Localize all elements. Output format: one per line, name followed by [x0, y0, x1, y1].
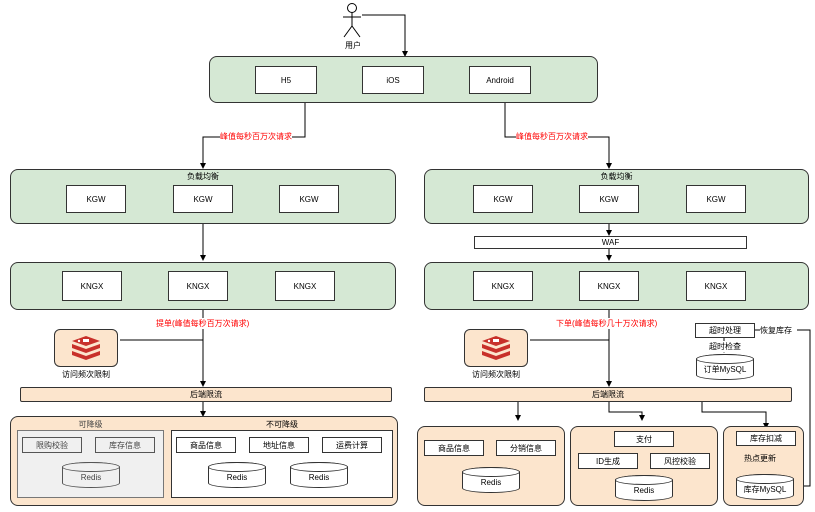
group1-redis-db: Redis	[462, 467, 520, 493]
right-kgw-3: KGW	[686, 185, 746, 213]
stock-mysql-label: 库存MySQL	[743, 484, 787, 494]
group1-item-1: 商品信息	[424, 440, 484, 456]
degradable-title: 可降级	[78, 420, 103, 429]
right-kgw-1: KGW	[473, 185, 533, 213]
left-kgw-1: KGW	[66, 185, 126, 213]
non-degradable-redis-label-2: Redis	[308, 472, 330, 482]
right-redis-box	[464, 329, 528, 367]
client-android: Android	[469, 66, 531, 94]
hot-update-label: 热点更新	[744, 454, 776, 463]
degradable-item-1: 限购校验	[22, 437, 82, 453]
client-ios: iOS	[362, 66, 424, 94]
order-mysql-label: 订单MySQL	[703, 364, 747, 374]
edge-limit-to-group3	[701, 402, 769, 429]
right-backend-limit: 后端限流	[424, 387, 792, 402]
degradable-redis-label: Redis	[80, 472, 102, 482]
non-degradable-item-3: 运费计算	[322, 437, 382, 453]
user-label: 用户	[345, 41, 361, 50]
non-degradable-title: 不可降级	[266, 420, 298, 429]
degradable-redis-db: Redis	[62, 462, 120, 488]
order-mysql-db: 订单MySQL	[696, 354, 754, 380]
degradable-item-2: 库存信息	[95, 437, 155, 453]
edge-limit-to-group2	[608, 402, 645, 421]
group1-redis-label: Redis	[480, 477, 502, 487]
group2-redis-label: Redis	[633, 485, 655, 495]
edge-user-to-clients	[362, 14, 408, 57]
redis-logo-icon	[72, 336, 100, 360]
edge-label-right-peak: 峰值每秒百万次请求	[516, 131, 588, 142]
stock-mysql-db: 库存MySQL	[736, 474, 794, 500]
right-waf: WAF	[474, 236, 747, 249]
non-degradable-redis-label-1: Redis	[226, 472, 248, 482]
order-group-product	[417, 426, 565, 506]
id-generation-box: ID生成	[578, 453, 638, 469]
edge-label-left-peak: 峰值每秒百万次请求	[220, 131, 292, 142]
non-degradable-item-2: 地址信息	[249, 437, 309, 453]
left-rate-limit-label: 访问频次限制	[62, 370, 110, 379]
edge-label-left-order: 提单(峰值每秒百万次请求)	[156, 318, 250, 329]
redis-logo-icon	[482, 336, 510, 360]
right-kngx-1: KNGX	[473, 271, 533, 301]
stock-deduct-box: 库存扣减	[736, 431, 796, 446]
right-kngx-2: KNGX	[579, 271, 639, 301]
left-kgw-3: KGW	[279, 185, 339, 213]
left-kngx-3: KNGX	[275, 271, 335, 301]
left-lb-title: 负载均衡	[187, 172, 219, 181]
left-kngx-2: KNGX	[168, 271, 228, 301]
restore-stock-label: 恢复库存	[760, 326, 792, 335]
right-rate-limit-label: 访问频次限制	[472, 370, 520, 379]
payment-box: 支付	[614, 431, 674, 447]
client-h5: H5	[255, 66, 317, 94]
timeout-handler: 超时处理	[695, 323, 755, 338]
left-redis-box	[54, 329, 118, 367]
group2-redis-db: Redis	[615, 475, 673, 501]
right-lb-title: 负载均衡	[600, 172, 633, 181]
right-kgw-2: KGW	[579, 185, 639, 213]
risk-check-box: 风控校验	[650, 453, 710, 469]
left-kngx-1: KNGX	[62, 271, 122, 301]
edge-label-right-order: 下单(峰值每秒几十万次请求)	[556, 318, 658, 329]
left-backend-limit: 后端限流	[20, 387, 392, 402]
user-icon	[343, 3, 361, 38]
non-degradable-redis-db-1: Redis	[208, 462, 266, 488]
left-kgw-2: KGW	[173, 185, 233, 213]
non-degradable-item-1: 商品信息	[176, 437, 236, 453]
non-degradable-redis-db-2: Redis	[290, 462, 348, 488]
group1-item-2: 分销信息	[496, 440, 556, 456]
right-kngx-3: KNGX	[686, 271, 746, 301]
timeout-check-label: 超时检查	[709, 341, 741, 352]
